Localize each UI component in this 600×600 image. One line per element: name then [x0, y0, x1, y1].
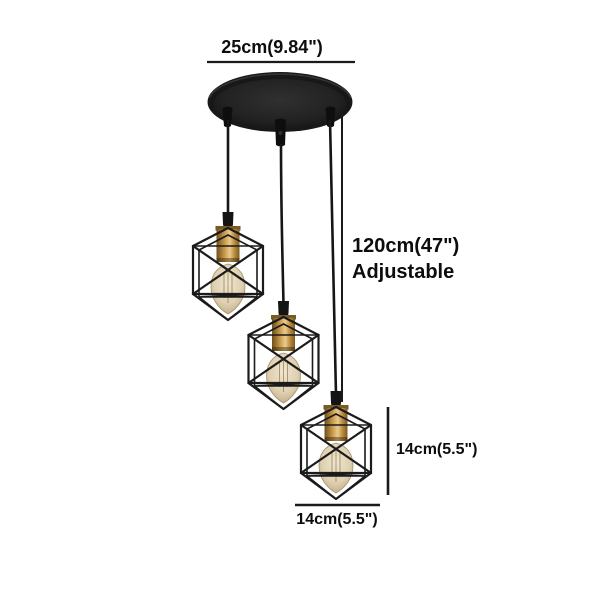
hanging-length-label: 120cm(47") Adjustable	[352, 233, 459, 285]
hanging-cords	[226, 119, 338, 396]
shade-width-label: 14cm(5.5")	[296, 511, 378, 528]
ceiling-plate	[207, 72, 353, 147]
hanging-length-note: Adjustable	[352, 261, 455, 283]
pendant-lamp-3	[299, 389, 373, 501]
cord-grip-right	[325, 106, 336, 128]
cord-3	[328, 119, 338, 396]
plate-diameter-label: 25cm(9.84")	[221, 37, 323, 57]
pendant-lamp-2	[247, 299, 320, 411]
hanging-length-value: 120cm(47")	[352, 235, 460, 257]
shade-height-label: 14cm(5.5")	[396, 441, 478, 458]
dimension-lines	[207, 60, 390, 507]
pendant-lamp-1	[191, 210, 265, 322]
cord-grip-left	[222, 106, 233, 128]
cord-2	[279, 143, 285, 306]
